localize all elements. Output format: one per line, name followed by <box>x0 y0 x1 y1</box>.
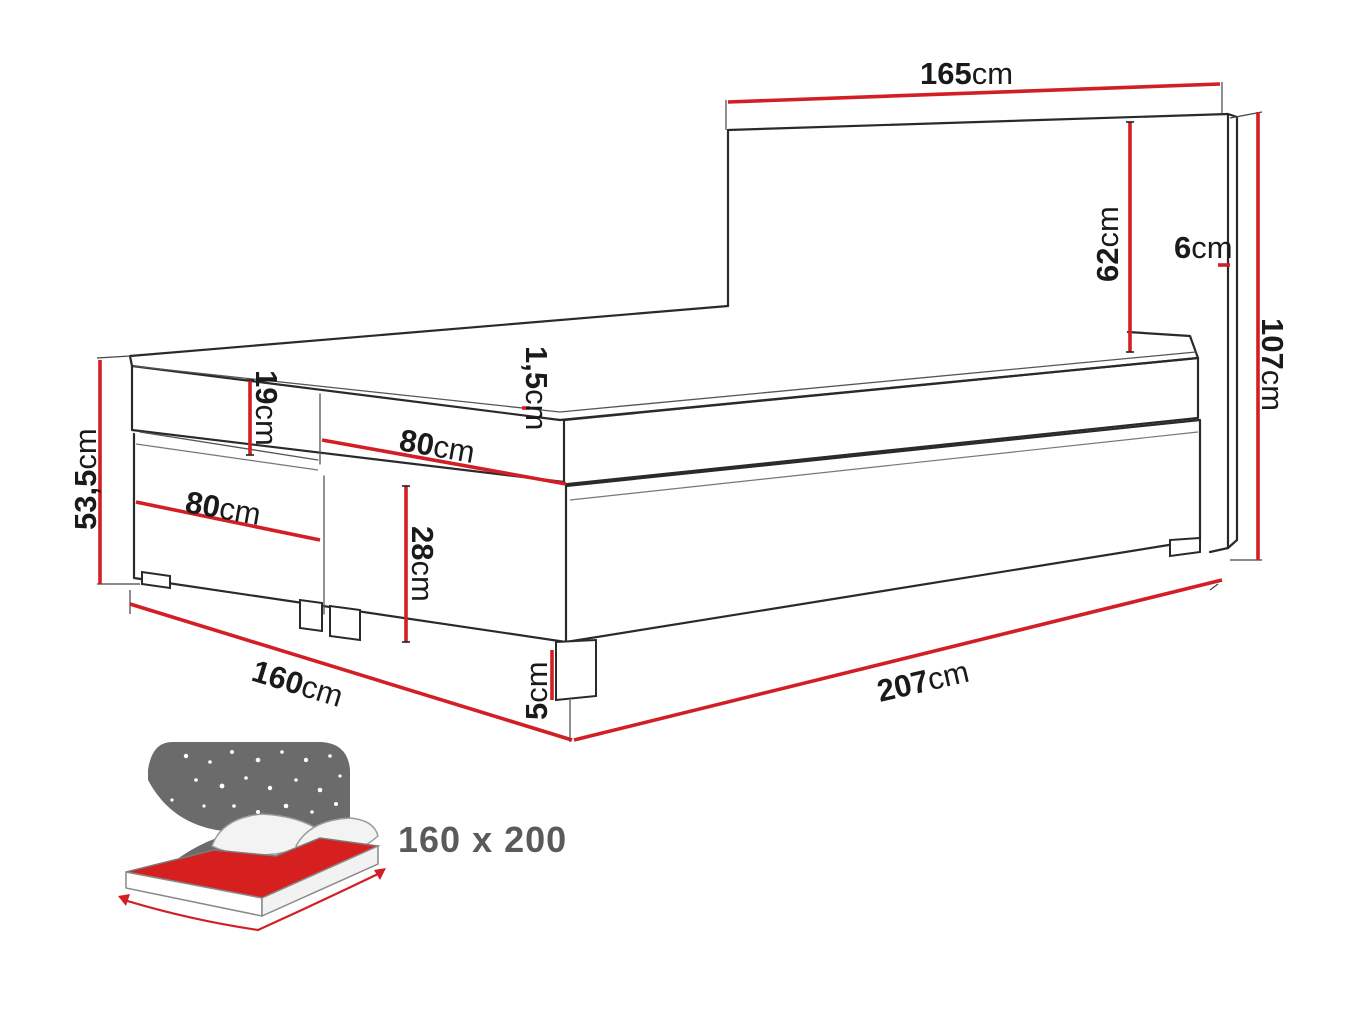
foot-2 <box>299 598 323 633</box>
mattress-size-label: 160 x 200 <box>398 819 567 860</box>
topper-side <box>562 356 1200 486</box>
headboard-side <box>1226 112 1239 550</box>
label-53-5: 53,5cm <box>68 428 103 530</box>
label-1-5: 1,5cm <box>519 346 554 430</box>
label-19: 19cm <box>249 370 284 446</box>
dim-160 <box>129 602 573 742</box>
label-165: 165cm <box>920 56 1013 91</box>
extension-lines <box>96 82 1263 742</box>
topper-front <box>130 364 566 484</box>
label-28: 28cm <box>405 526 440 602</box>
foot-1 <box>141 570 171 590</box>
dim-80-top <box>321 438 567 486</box>
foot-4 <box>555 638 597 702</box>
dim-165 <box>727 82 1221 104</box>
label-62: 62cm <box>1090 206 1125 282</box>
mattress-top <box>128 304 1200 422</box>
dimension-lines <box>98 82 1260 742</box>
foot-3 <box>329 604 361 642</box>
dim-80-front <box>135 500 321 542</box>
dim-207 <box>573 578 1223 742</box>
stars-icon <box>162 750 342 842</box>
label-6: 6cm <box>1174 230 1233 265</box>
box-side <box>564 418 1202 644</box>
foot-5 <box>1169 536 1201 558</box>
bed-outline <box>128 112 1239 702</box>
label-5: 5cm <box>519 661 554 720</box>
label-80-top: 80cm <box>397 422 478 470</box>
label-107: 107cm <box>1255 318 1290 411</box>
mattress-size-icon <box>118 742 386 932</box>
label-160: 160cm <box>248 653 347 714</box>
label-80-front: 80cm <box>183 484 264 532</box>
